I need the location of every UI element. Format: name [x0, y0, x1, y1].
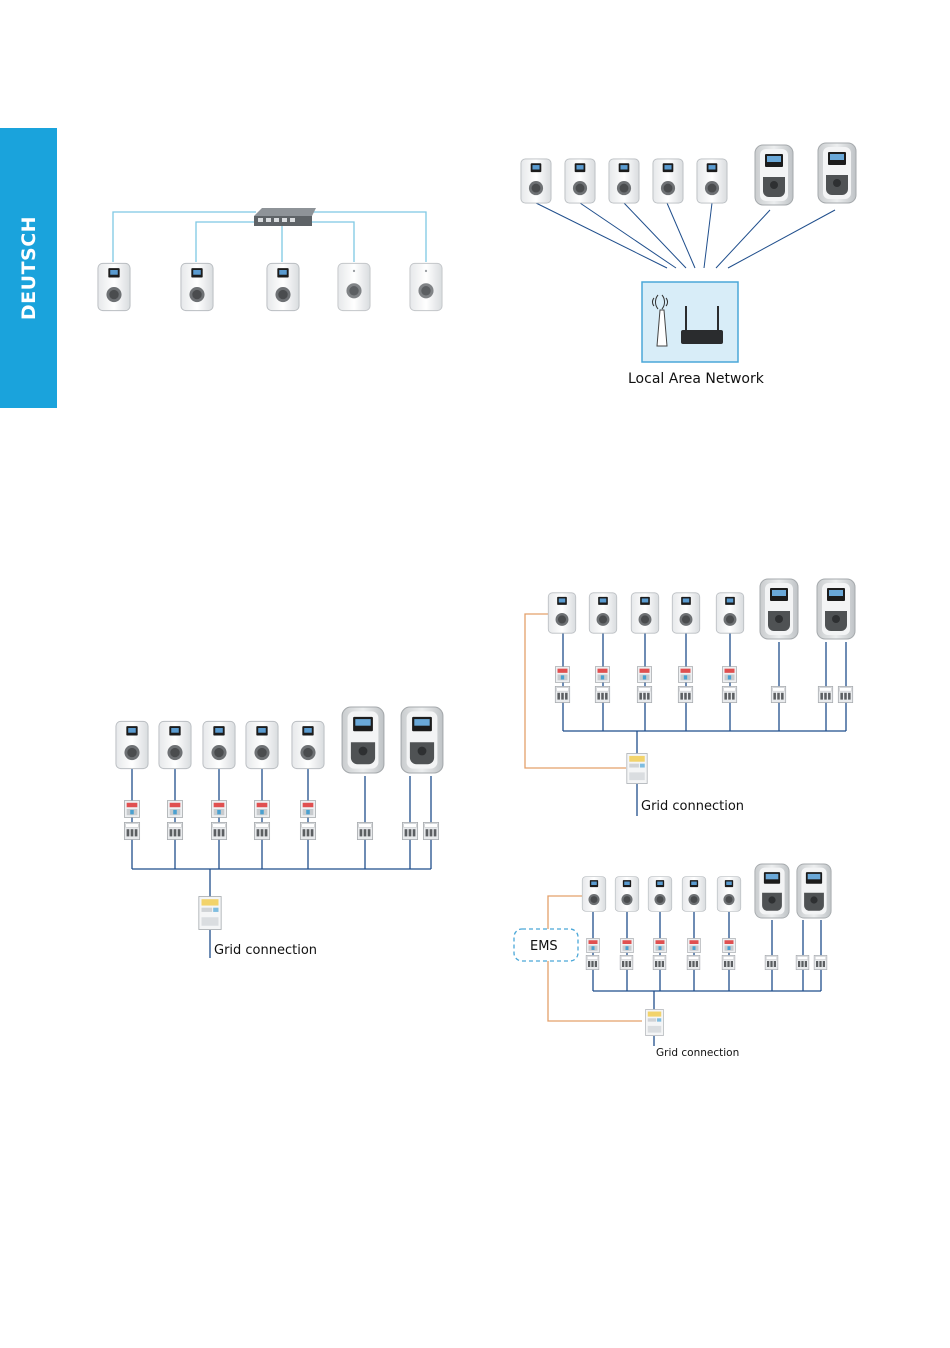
- charger-icon: [648, 877, 672, 912]
- rcd-icon: [796, 955, 809, 969]
- rcd-icon: [687, 955, 700, 969]
- breaker-icon: [621, 938, 634, 952]
- charger-icon: [615, 877, 639, 912]
- breaker-icon: [688, 938, 701, 952]
- energy-meter-icon: [646, 1009, 664, 1035]
- rcd-icon: [722, 955, 735, 969]
- charger-icon: [682, 877, 706, 912]
- charger-large-icon: [755, 864, 789, 918]
- rcd-icon: [586, 955, 599, 969]
- charger-icon: [717, 877, 741, 912]
- charger-large-icon: [797, 864, 831, 918]
- ems-power-lines: [593, 912, 821, 1046]
- charger-icon: [582, 877, 606, 912]
- rcd-icon: [620, 955, 633, 969]
- grid-connection-label: Grid connection: [656, 1047, 739, 1059]
- breaker-icon: [587, 938, 600, 952]
- rcd-icon: [814, 955, 827, 969]
- breaker-icon: [723, 938, 736, 952]
- breaker-icon: [654, 938, 667, 952]
- rcd-icon: [765, 955, 778, 969]
- rcd-icon: [653, 955, 666, 969]
- ems-control-line-top: [548, 896, 584, 929]
- ems-label: EMS: [530, 939, 558, 954]
